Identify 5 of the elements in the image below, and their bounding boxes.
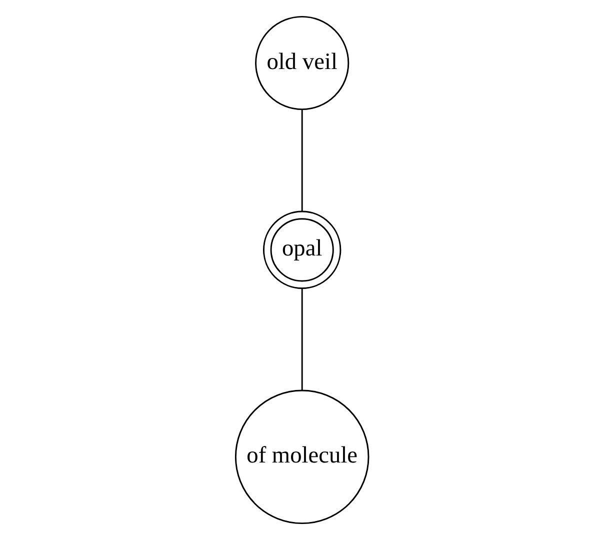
connector <box>302 288 304 390</box>
connector <box>302 109 304 212</box>
node-circle: opal <box>263 210 342 289</box>
node-circle: of molecule <box>235 390 370 524</box>
node-circle: old veil <box>255 16 350 110</box>
